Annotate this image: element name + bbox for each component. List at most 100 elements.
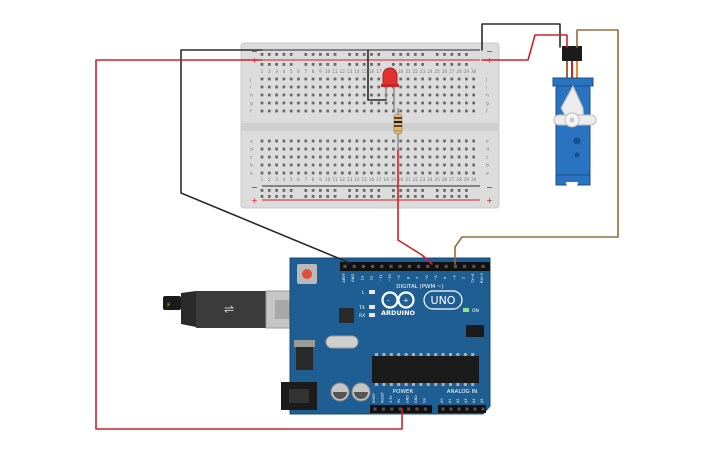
breadboard-hole [421,155,424,159]
digital-pin-label: ~3 [452,275,456,280]
breadboard-hole [399,163,403,167]
rail-minus-symbol: − [486,47,493,56]
header-pin-hole[interactable] [435,264,439,268]
breadboard-rail-hole [465,189,468,192]
breadboard-hole [311,139,315,143]
header-pin-hole[interactable] [473,407,477,411]
header-pin-hole[interactable] [398,407,402,411]
breadboard-rail-hole [326,53,330,56]
digital-pin-label: ~11 [379,274,383,282]
on-label: ON [472,308,479,314]
column-number: 5 [290,177,293,182]
column-number: 21 [405,69,411,74]
header-pin-hole[interactable] [463,264,467,268]
breadboard-hole [457,109,461,113]
digital-pin-label: 13 [360,276,364,281]
chip-pin [426,383,430,386]
header-pin-hole[interactable] [481,407,485,411]
digital-pin-holes [343,264,485,268]
breadboard-rail-hole [267,53,271,56]
header-pin-hole[interactable] [453,264,457,268]
breadboard-rail-hole [362,63,366,66]
breadboard-hole [289,85,293,89]
chip-pin [463,383,467,386]
header-pin-hole[interactable] [449,407,453,411]
breadboard-hole [399,147,403,151]
column-number: 19 [391,177,397,182]
header-pin-hole[interactable] [444,264,448,268]
header-pin-hole[interactable] [343,264,347,268]
voltage-regulator [296,346,313,370]
breadboard-center-channel [241,123,499,131]
breadboard-hole [392,139,395,143]
header-pin-hole[interactable] [380,264,384,268]
column-number: 22 [413,69,419,74]
digital-pin-label: TX→1 [471,273,475,284]
breadboard-hole [333,109,337,113]
header-pin-hole[interactable] [373,407,377,411]
breadboard-hole [333,85,337,89]
breadboard-rail-hole [399,195,403,198]
breadboard-rail-hole [370,189,373,192]
breadboard-rail-hole [275,189,278,192]
breadboard-hole [260,93,264,97]
breadboard-hole [450,109,454,113]
column-number: 5 [290,69,293,74]
column-number: 10 [325,69,331,74]
analog-pin-label: A2 [456,399,460,403]
resistor-band [394,130,402,132]
header-pin-hole[interactable] [361,264,365,268]
breadboard-rail-hole [282,189,286,192]
header-pin-hole[interactable] [465,407,469,411]
chip-pin [434,353,438,356]
header-pin-hole[interactable] [457,407,461,411]
header-pin-hole[interactable] [441,407,445,411]
breadboard-hole [399,139,403,143]
header-pin-hole[interactable] [407,407,411,411]
breadboard-rail-hole [399,189,403,192]
breadboard-hole [413,163,417,167]
breadboard-hole [326,139,330,143]
breadboard-hole [399,77,403,81]
header-pin-hole[interactable] [415,407,419,411]
breadboard-hole [450,93,454,97]
breadboard-rail-hole [362,53,366,56]
breadboard-hole [282,109,286,113]
breadboard-hole [399,85,403,89]
breadboard-hole [275,77,278,81]
breadboard-hole [297,163,300,167]
chip-pin [419,383,423,386]
chip-pin [397,353,401,356]
breadboard-hole [472,147,476,151]
breadboard-hole [384,109,388,113]
header-pin-hole[interactable] [472,264,476,268]
header-pin-hole[interactable] [398,264,402,268]
header-pin-hole[interactable] [481,264,485,268]
header-pin-hole[interactable] [423,407,427,411]
breadboard-holes [260,53,476,198]
breadboard-hole [362,77,366,81]
breadboard-hole [406,139,410,143]
breadboard-hole [275,109,278,113]
header-pin-hole[interactable] [407,264,411,268]
breadboard-hole [267,93,271,97]
power-pin-label: 3.3V [389,395,393,403]
breadboard-rail-hole [370,53,373,56]
breadboard-hole [472,77,476,81]
header-pin-hole[interactable] [426,264,430,268]
breadboard-rail-hole [333,195,337,198]
row-letter: c [250,156,253,161]
header-pin-hole[interactable] [417,264,421,268]
breadboard-rail-hole [282,53,286,56]
header-pin-hole[interactable] [352,264,356,268]
row-letter: d [250,147,253,153]
reset-button-cap[interactable] [302,269,312,279]
chip-pin [412,383,415,386]
header-pin-hole[interactable] [389,264,393,268]
header-pin-hole[interactable] [381,407,385,411]
header-pin-hole[interactable] [390,407,394,411]
header-pin-hole[interactable] [371,264,375,268]
logo-plus: + [403,297,409,305]
breadboard-hole [289,93,293,97]
